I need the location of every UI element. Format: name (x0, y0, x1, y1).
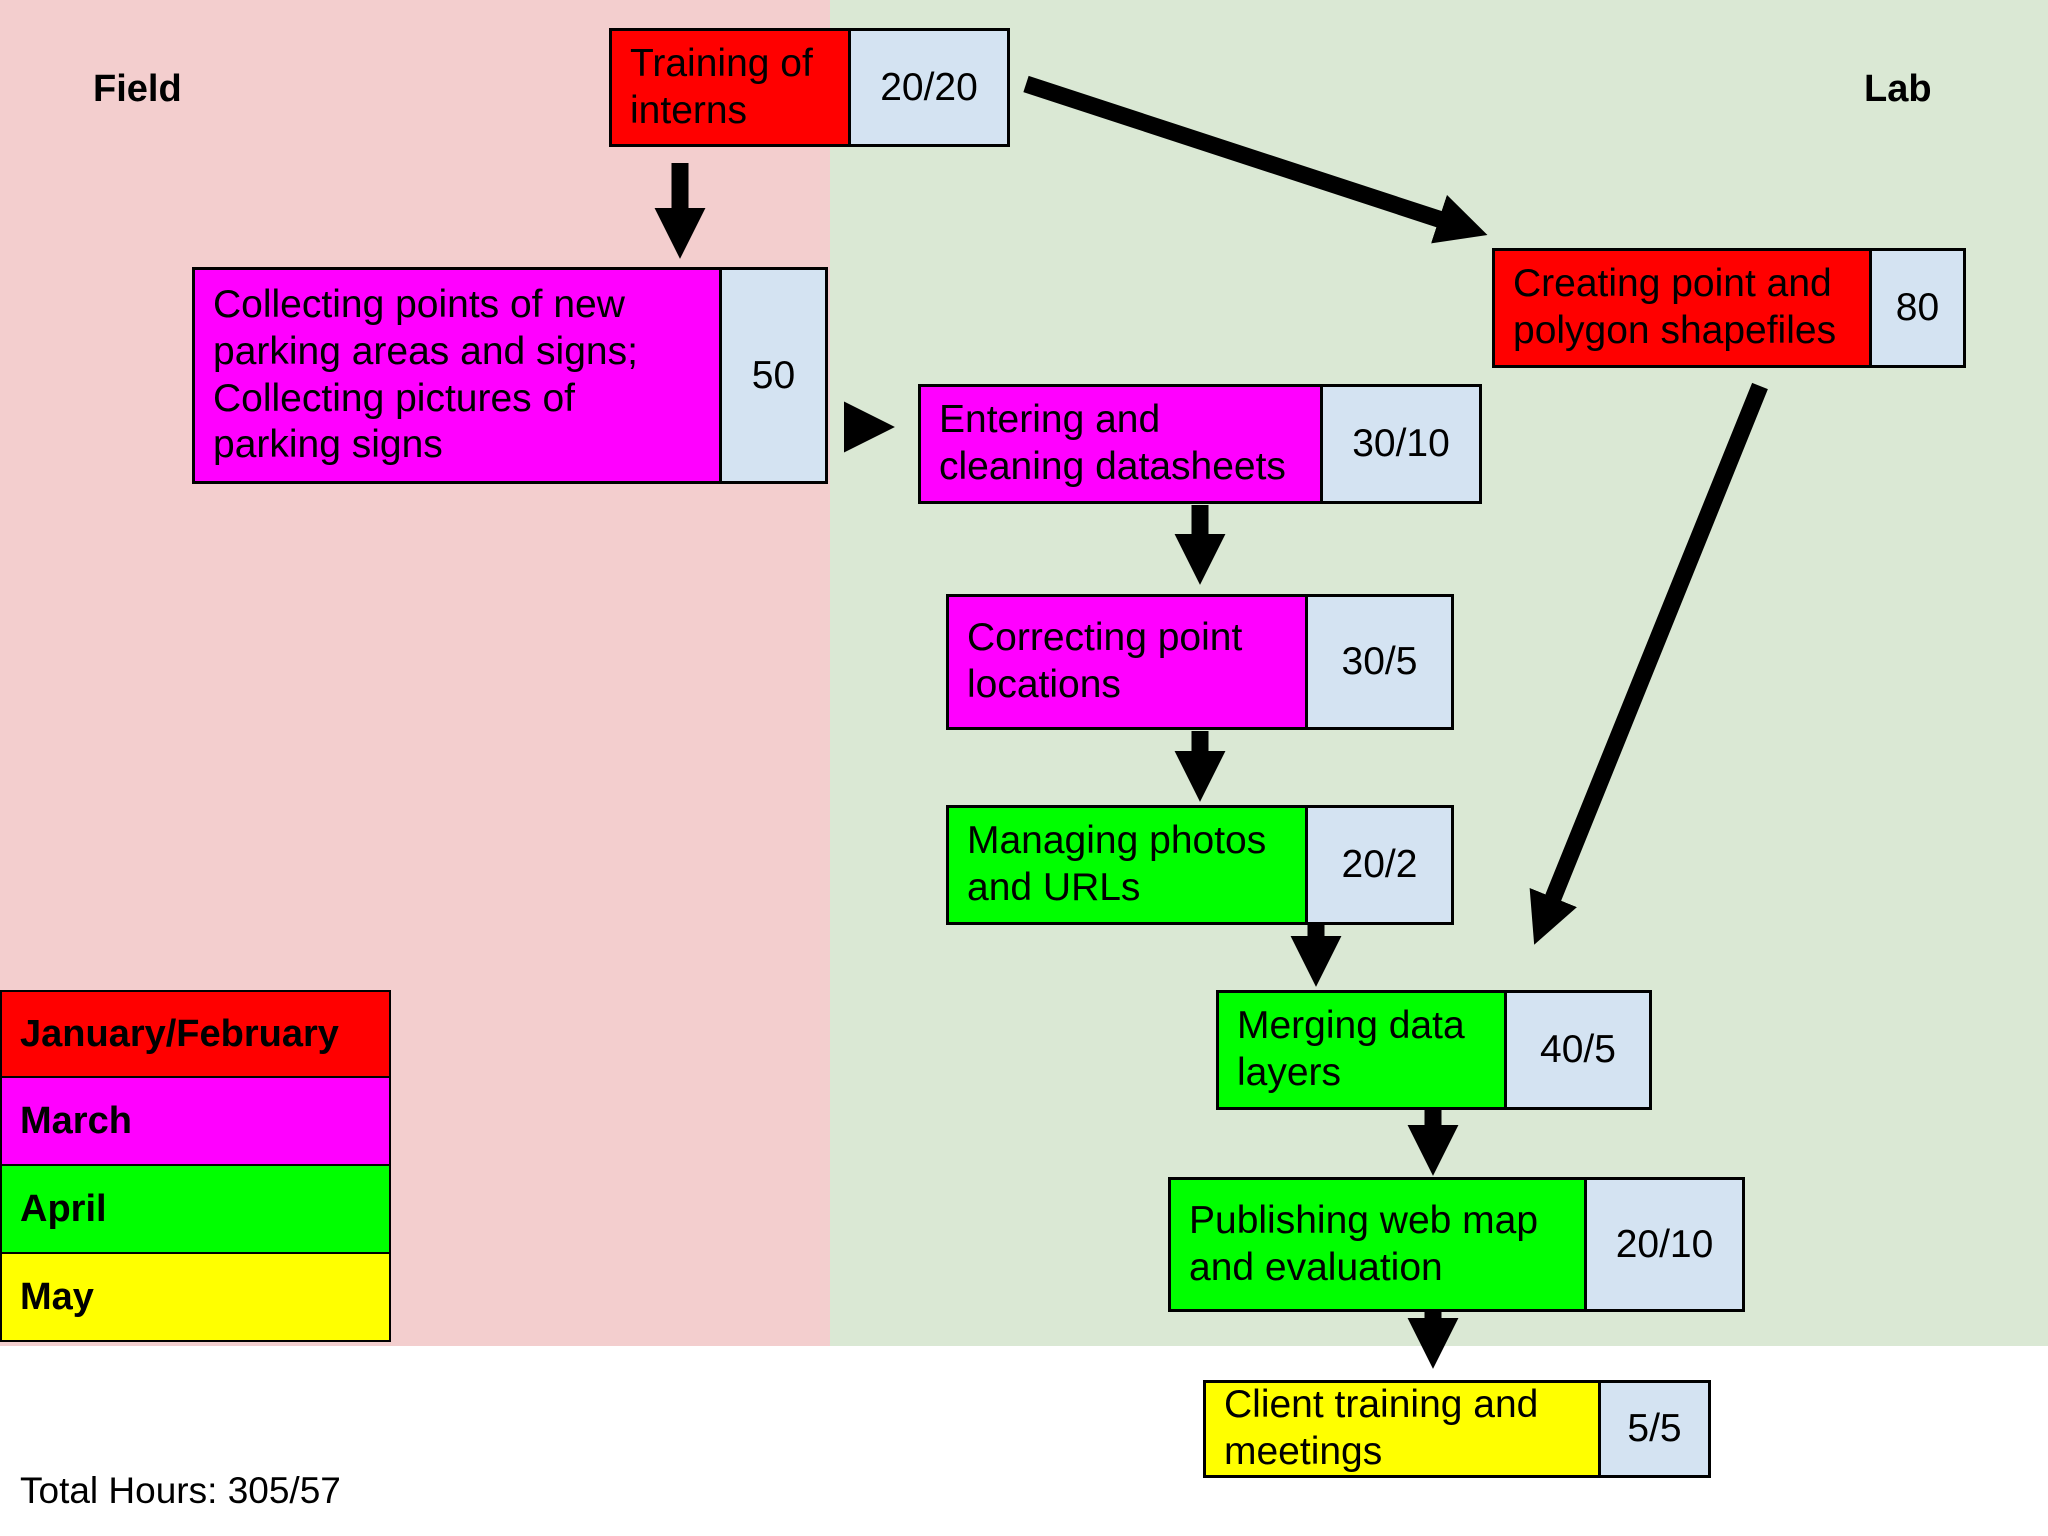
task-description: Client training and meetings (1203, 1380, 1601, 1478)
arrow-training-to-creating (1023, 75, 1488, 244)
task-entering-and-cleaning: Entering and cleaning datasheets 30/10 (918, 384, 1482, 504)
task-description: Creating point and polygon shapefiles (1492, 248, 1872, 368)
task-creating-shapefiles: Creating point and polygon shapefiles 80 (1492, 248, 1966, 368)
task-hours: 80 (1872, 248, 1966, 368)
total-hours: Total Hours: 305/57 (20, 1470, 341, 1511)
task-client-training: Client training and meetings 5/5 (1203, 1380, 1711, 1478)
task-hours: 50 (722, 267, 828, 484)
task-training-of-interns: Training of interns 20/20 (609, 28, 1010, 147)
task-correcting-point-locations: Correcting point locations 30/5 (946, 594, 1454, 730)
task-managing-photos: Managing photos and URLs 20/2 (946, 805, 1454, 925)
task-hours: 30/10 (1323, 384, 1482, 504)
legend-march: March (0, 1078, 391, 1166)
lab-label: Lab (1864, 68, 1932, 110)
month-legend: January/February March April May (0, 990, 391, 1342)
arrow-creating-to-merging (1529, 382, 1768, 945)
task-publishing-web-map: Publishing web map and evaluation 20/10 (1168, 1177, 1745, 1312)
task-hours: 20/2 (1308, 805, 1454, 925)
task-hours: 30/5 (1308, 594, 1454, 730)
task-hours: 20/10 (1587, 1177, 1745, 1312)
task-merging-data-layers: Merging data layers 40/5 (1216, 990, 1652, 1110)
task-description: Publishing web map and evaluation (1168, 1177, 1587, 1312)
field-label: Field (93, 68, 182, 110)
task-hours: 40/5 (1507, 990, 1652, 1110)
task-hours: 20/20 (851, 28, 1010, 147)
task-description: Correcting point locations (946, 594, 1308, 730)
task-collecting-points: Collecting points of new parking areas a… (192, 267, 828, 484)
task-hours: 5/5 (1601, 1380, 1711, 1478)
legend-april: April (0, 1166, 391, 1254)
task-description: Collecting points of new parking areas a… (192, 267, 722, 484)
task-description: Managing photos and URLs (946, 805, 1308, 925)
task-description: Merging data layers (1216, 990, 1507, 1110)
task-description: Entering and cleaning datasheets (918, 384, 1323, 504)
legend-january-february: January/February (0, 990, 391, 1078)
legend-may: May (0, 1254, 391, 1342)
task-description: Training of interns (609, 28, 851, 147)
